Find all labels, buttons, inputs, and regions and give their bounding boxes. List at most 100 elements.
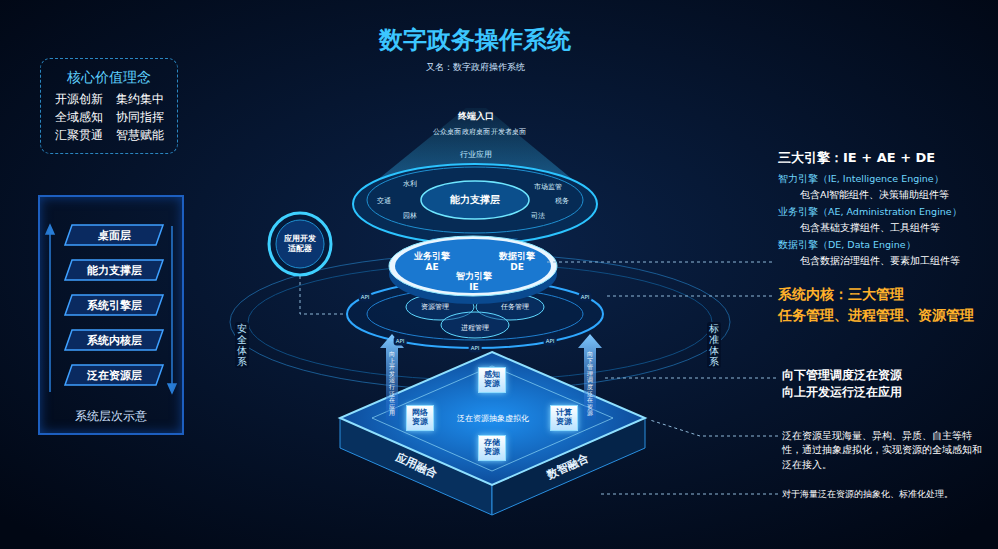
resource-cube: 计算资源 — [550, 405, 578, 431]
kernel-ring: 任务管理 — [492, 300, 538, 314]
diagram-title: 数字政务操作系统 — [379, 24, 571, 56]
subtitle: 又名：数字政府操作系统 — [426, 62, 525, 73]
kernel-ring: 进程管理 — [452, 321, 498, 335]
node-label: 核心价值理念 — [48, 68, 170, 86]
layer-box: 系统内核层 — [64, 329, 164, 351]
resource-cube: 存储资源 — [478, 435, 506, 461]
node-text: 数据引擎 DE — [497, 251, 537, 273]
layer-box: 泛在资源层 — [64, 364, 164, 386]
layer-box: 桌面层 — [64, 224, 164, 246]
arrow-label: 向下管理调度泛在资源 — [587, 351, 593, 417]
note-paragraph: 泛在资源呈现海量、异构、异质、自主等特性，通过抽象虚拟化，实现资源的全域感知和泛… — [782, 429, 990, 472]
node-label: 进程管理 — [461, 323, 489, 333]
layer-arrows — [46, 225, 176, 393]
layer-outline — [65, 365, 163, 385]
plate-side-label: 数智融合 — [545, 452, 591, 482]
api-dot: API — [579, 293, 592, 302]
layer-outline — [65, 295, 163, 315]
value-panel: 核心价值理念开源创新集约集中全域感知协同指挥汇聚贯通智慧赋能 — [40, 58, 178, 154]
industry-label: 司法 — [531, 212, 545, 221]
note-line: 数据引擎（DE, Data Engine） — [778, 239, 916, 251]
note-line: 包含基础支撑组件、工具组件等 — [800, 222, 940, 234]
resource-cube: 网络资源 — [406, 405, 434, 431]
node-label: 网络资源 — [412, 409, 428, 426]
node-text: 系统引擎层 — [87, 298, 142, 313]
node-label: 能力支撑层 — [450, 193, 500, 207]
node-text: 感知资源 — [484, 371, 500, 388]
desktop-label: 开发者桌面 — [491, 128, 526, 136]
node-label: 资源管理 — [421, 302, 449, 312]
capability-ellipse: 能力支撑层 — [430, 191, 520, 209]
node-text: 计算资源 — [556, 409, 572, 426]
node-text: 泛在资源层 — [87, 368, 142, 383]
node-label: 计算资源 — [556, 409, 572, 426]
node-label: 应用开发适配器 — [283, 234, 317, 253]
node-text: 核心价值理念开源创新集约集中全域感知协同指挥汇聚贯通智慧赋能 — [48, 68, 170, 143]
industry-label: 园林 — [403, 212, 417, 221]
layer-outline — [65, 260, 163, 280]
plate-side-label: 应用融合 — [393, 451, 439, 481]
desktop-label: 公众桌面 — [433, 128, 461, 136]
api-dot: API — [394, 337, 407, 346]
note-heading: 向上开发运行泛在应用 — [782, 385, 902, 399]
note-heading: 向下管理调度泛在资源 — [782, 368, 902, 382]
industry-label: 水利 — [403, 180, 417, 189]
node-text: 网络资源 — [412, 409, 428, 426]
note-line: 智力引擎（IE, Intelligence Engine） — [778, 173, 944, 185]
node-label: 泛在资源抽象虚拟化 — [457, 414, 529, 424]
adapter-ring — [269, 213, 331, 275]
system-label: 标准体系 — [707, 322, 721, 368]
node-label: 智力引擎 IE — [454, 271, 494, 293]
layer-outline — [65, 225, 163, 245]
node-text: 资源管理 — [421, 302, 449, 312]
api-dot: API — [544, 337, 557, 346]
node-text: 系统层次示意 — [75, 408, 147, 425]
node-label: 智慧赋能 — [109, 126, 170, 144]
layer-panel: 系统层次示意 桌面层能力支撑层系统引擎层系统内核层泛在资源层 — [38, 195, 184, 435]
api-dot: API — [359, 293, 372, 302]
node-text: 应用开发适配器 — [283, 234, 317, 253]
industry-heading: 行业应用 — [460, 150, 492, 160]
note-heading: 任务管理、进程管理、资源管理 — [778, 307, 974, 325]
node-text: 能力支撑层 — [450, 193, 500, 207]
note-line: 包含AI智能组件、决策辅助组件等 — [800, 189, 949, 201]
node-label: 系统引擎层 — [87, 298, 142, 313]
node-label: 任务管理 — [501, 302, 529, 312]
node-text: 智力引擎 IE — [454, 271, 494, 293]
node-label: 能力支撑层 — [87, 263, 142, 278]
node-text: 泛在资源抽象虚拟化 — [457, 414, 529, 424]
resource-plate-art — [340, 352, 645, 515]
system-label: 安全体系 — [235, 322, 249, 368]
resource-cube: 感知资源 — [478, 367, 506, 393]
layer-outline — [65, 330, 163, 350]
api-dot: API — [469, 344, 482, 353]
node-label: 感知资源 — [484, 371, 500, 388]
engine-segment: 数据引擎 DE — [493, 249, 541, 275]
note-heading: 三大引擎：IE + AE + DE — [778, 150, 935, 166]
node-label: 开源创新 — [48, 90, 109, 108]
node-text: 业务引擎 AE — [412, 251, 452, 273]
industry-label: 市场监管 — [534, 183, 562, 192]
note-heading: 系统内核：三大管理 — [778, 286, 904, 304]
resource-plate: 泛在资源抽象虚拟化 感知资源网络资源 计算资源存储资源 — [340, 352, 645, 485]
industry-label: 交通 — [377, 197, 391, 206]
node-text: 能力支撑层 — [87, 263, 142, 278]
leader-lines — [300, 262, 778, 494]
node-label: 数据引擎 DE — [497, 251, 537, 273]
note-line: 对于海量泛在资源的抽象化、标准化处理。 — [782, 489, 953, 500]
engine-segment: 智力引擎 IE — [450, 270, 498, 294]
layer-box: 系统引擎层 — [64, 294, 164, 316]
desktop-label: 政府桌面 — [462, 128, 490, 136]
kernel-ring: 资源管理 — [412, 300, 458, 314]
node-label: 存储资源 — [484, 439, 500, 456]
engine-disc — [389, 236, 557, 304]
entry-label: 终端入口 — [458, 111, 494, 122]
note-line: 包含数据治理组件、要素加工组件等 — [800, 255, 960, 267]
engine-segment: 业务引擎 AE — [408, 249, 456, 275]
node-label: 协同指挥 — [109, 108, 170, 126]
node-text: 任务管理 — [501, 302, 529, 312]
node-label: 业务引擎 AE — [412, 251, 452, 273]
node-label: 集约集中 — [109, 90, 170, 108]
node-label: 汇聚贯通 — [48, 126, 109, 144]
